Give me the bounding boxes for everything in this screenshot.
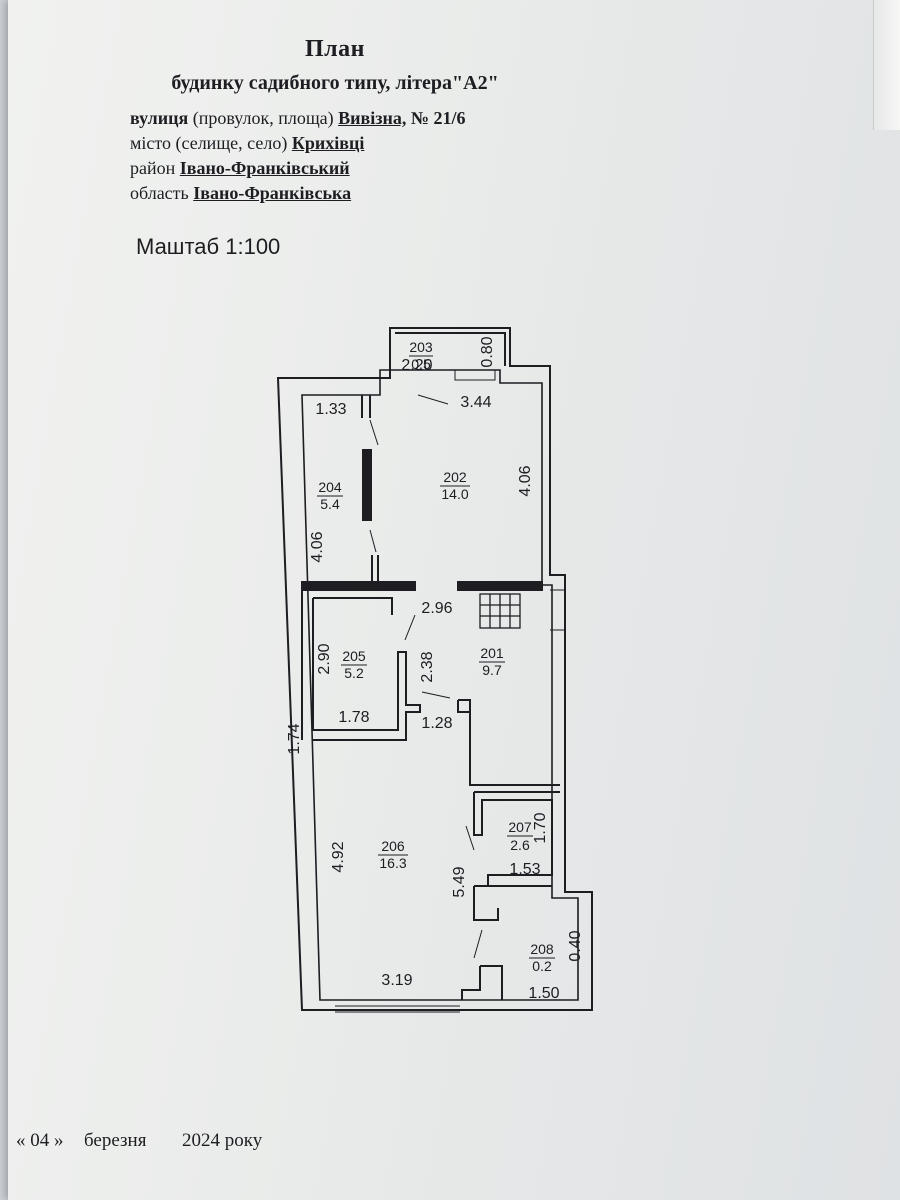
footer-year: 2024 року xyxy=(182,1130,263,1151)
room-201-area: 9.7 xyxy=(482,662,502,678)
door-206 xyxy=(473,929,483,959)
city-value: Крихівці xyxy=(291,133,365,153)
door-201-lower xyxy=(421,691,451,699)
region-label: область xyxy=(130,183,189,203)
door-204 xyxy=(369,419,379,553)
room-202-number: 202 xyxy=(443,469,467,485)
room-208-number: 208 xyxy=(530,941,554,957)
door-207 xyxy=(465,825,475,851)
room-201-number: 201 xyxy=(480,645,504,661)
dim-1-50: 1.50 xyxy=(528,985,559,1002)
dim-1-33: 1.33 xyxy=(315,401,346,418)
address-district-line: район Івано-Франківський xyxy=(130,158,350,179)
dim-1-70: 1.70 xyxy=(532,812,549,843)
district-value: Івано-Франківський xyxy=(179,158,350,178)
footer-day: « 04 » xyxy=(16,1130,64,1151)
dim-1-74: 1.74 xyxy=(286,723,303,754)
room-202-wall-top xyxy=(361,395,371,418)
room-206-walls xyxy=(473,885,499,921)
room-207-area: 2.6 xyxy=(510,837,530,853)
room-201-walls xyxy=(457,699,560,786)
street-paren: (провулок, площа) xyxy=(192,108,334,128)
window-206 xyxy=(335,999,460,1013)
wall-204-stub xyxy=(371,555,379,582)
dim-2-20: 2.20 xyxy=(401,357,432,374)
dim-4-06-left: 4.06 xyxy=(309,531,326,562)
dim-1-78: 1.78 xyxy=(338,709,369,726)
dim-3-44: 3.44 xyxy=(460,394,491,411)
room-204-area: 5.4 xyxy=(320,496,340,512)
document-title: План xyxy=(305,36,365,62)
partition-204-202 xyxy=(362,449,372,521)
page-edge xyxy=(873,0,900,130)
region-value: Івано-Франківська xyxy=(193,183,352,203)
address-street-line: вулиця (провулок, площа) Вивізна, № 21/6 xyxy=(130,108,465,129)
dim-2-90: 2.90 xyxy=(316,643,333,674)
dim-3-19: 3.19 xyxy=(381,972,412,989)
address-city-line: місто (селище, село) Крихівці xyxy=(130,133,364,154)
room-206-area: 16.3 xyxy=(379,855,406,871)
stairs-icon xyxy=(479,593,521,629)
room-203-area: 0.5 xyxy=(411,356,431,372)
walls xyxy=(276,327,593,1013)
door-205 xyxy=(404,614,416,641)
dim-4-06-right: 4.06 xyxy=(517,465,534,496)
dim-2-38: 2.38 xyxy=(419,651,436,682)
dim-1-53: 1.53 xyxy=(509,861,540,878)
address-region-line: область Івано-Франківська xyxy=(130,183,351,204)
house-number: № 21/6 xyxy=(410,108,466,128)
city-label: місто (селище, село) xyxy=(130,133,288,153)
porch-203-outline xyxy=(395,332,506,366)
room-205-walls xyxy=(301,590,421,741)
door-202-entrance xyxy=(417,369,496,405)
dim-0-40: 0.40 xyxy=(567,930,584,961)
wall-202-201 xyxy=(301,581,543,591)
dim-1-28: 1.28 xyxy=(421,715,452,732)
street-label: вулиця xyxy=(130,108,189,128)
room-208-area: 0.2 xyxy=(532,958,552,974)
document-subtitle: будинку садибного типу, літера"А2" xyxy=(171,72,499,94)
street-value: Вивізна, xyxy=(338,108,407,128)
dim-5-49: 5.49 xyxy=(451,866,468,897)
dim-4-92: 4.92 xyxy=(330,841,347,872)
room-203-number: 203 xyxy=(409,339,433,355)
outer-wall-inner xyxy=(301,369,579,1001)
window-201 xyxy=(550,589,566,631)
dim-0-80: 0.80 xyxy=(479,336,496,367)
outer-wall-outer xyxy=(276,327,593,1011)
room-207-number: 207 xyxy=(508,819,532,835)
room-206-number: 206 xyxy=(381,838,405,854)
footer-month: березня xyxy=(84,1130,147,1151)
room-207-walls xyxy=(473,791,560,887)
scale-label: Маштаб 1:100 xyxy=(136,234,281,259)
room-205-number: 205 xyxy=(342,648,366,664)
room-labels: 203 0.5 202 14.0 204 5.4 201 9.7 205 5.2… xyxy=(317,339,555,974)
dimension-labels: 2.20 0.80 1.33 3.44 4.06 4.06 2.96 2.90 … xyxy=(286,336,584,1002)
dim-2-96: 2.96 xyxy=(421,600,452,617)
room-206-right-stub xyxy=(461,965,503,1000)
room-205-area: 5.2 xyxy=(344,665,364,681)
room-202-area: 14.0 xyxy=(441,486,468,502)
district-label: район xyxy=(130,158,176,178)
room-204-number: 204 xyxy=(318,479,342,495)
